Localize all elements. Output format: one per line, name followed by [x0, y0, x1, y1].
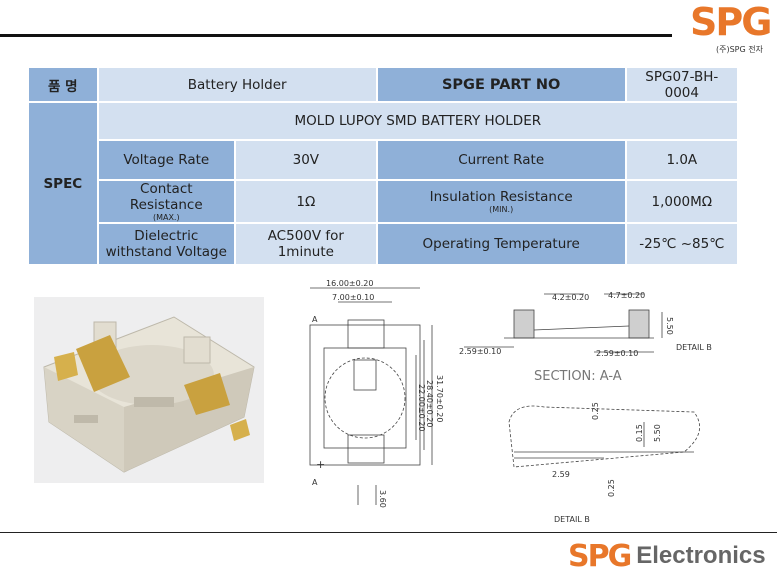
bottom-rule: [0, 532, 777, 533]
dim-d4: 2.59: [552, 470, 570, 479]
logo-top-mark: SPG: [690, 0, 772, 44]
dim-d3: 5.50: [653, 424, 662, 442]
product-photo: [34, 297, 264, 483]
dim-height-inner: 22.00±0.20: [417, 384, 426, 431]
battery-holder-image: [43, 316, 255, 473]
section-label: SECTION: A-A: [534, 369, 622, 384]
contact-resistance-text: Contact Resistance: [129, 181, 203, 213]
insulation-resistance-value: 1,000MΩ: [626, 181, 737, 222]
dim-d1: 0.25: [591, 402, 600, 420]
dim-s5: 2.59±0.10: [596, 349, 638, 358]
dim-s1: 4.2±0.20: [552, 293, 589, 302]
dielectric-value: AC500V for 1minute: [235, 224, 376, 264]
dim-inner: 7.00±0.10: [332, 293, 374, 302]
insulation-resistance-label: Insulation Resistance (MIN.): [377, 181, 625, 222]
spec-row: Contact Resistance (MAX.) 1Ω Insulation …: [29, 181, 737, 222]
spec-description: MOLD LUPOY SMD BATTERY HOLDER: [98, 103, 737, 139]
current-rate-value: 1.0A: [626, 141, 737, 179]
current-rate-label: Current Rate: [377, 141, 625, 179]
top-view-svg: 16.00±0.20 7.00±0.10 31.70±0.20 28.40±0.…: [309, 279, 444, 508]
dim-d5: 0.25: [607, 479, 616, 497]
section-drawing: 4.2±0.20 4.7±0.20 5.50 2.59±0.10 2.59±0.…: [454, 282, 754, 527]
description-row: SPEC MOLD LUPOY SMD BATTERY HOLDER: [29, 103, 737, 264]
dim-s2: 4.7±0.20: [608, 291, 645, 300]
dim-height-mid: 28.40±0.20: [425, 380, 434, 427]
logo-bottom-mark: SPG: [568, 538, 632, 574]
header-row: 품 명 Battery Holder SPGE PART NO SPG07-BH…: [29, 68, 737, 101]
part-value: SPG07-BH-0004: [626, 68, 737, 101]
spec-table: 품 명 Battery Holder SPGE PART NO SPG07-BH…: [27, 66, 739, 266]
section-mark-top: A: [312, 315, 318, 324]
logo-bottom-word: Electronics: [636, 542, 766, 569]
part-label: SPGE PART NO: [377, 68, 625, 101]
detail-b-label: DETAIL B: [554, 515, 590, 524]
dim-bottom: 3.60: [378, 490, 387, 508]
top-rule: [0, 34, 672, 37]
spec-row: Voltage Rate 30V Current Rate 1.0A: [29, 141, 737, 179]
operating-temperature-label: Operating Temperature: [377, 224, 625, 264]
dim-d2: 0.15: [635, 424, 644, 442]
top-view-drawing: 16.00±0.20 7.00±0.10 31.70±0.20 28.40±0.…: [296, 279, 481, 520]
dielectric-label: Dielectric withstand Voltage: [98, 224, 234, 264]
insulation-resistance-sub: (MIN.): [489, 205, 514, 214]
insulation-resistance-text: Insulation Resistance: [429, 189, 573, 205]
dim-width: 16.00±0.20: [326, 280, 373, 288]
dim-s4: 2.59±0.10: [459, 347, 501, 356]
contact-resistance-value: 1Ω: [235, 181, 376, 222]
voltage-rate-label: Voltage Rate: [98, 141, 234, 179]
logo-bottom: SPG Electronics: [568, 538, 777, 574]
plus-mark: +: [316, 458, 325, 471]
spec-label: SPEC: [29, 103, 97, 264]
logo-top-sub: (주)SPG 전자: [716, 45, 763, 54]
dim-s3: 5.50: [665, 317, 674, 335]
contact-resistance-sub: (MAX.): [152, 213, 180, 222]
dim-height-total: 31.70±0.20: [435, 375, 444, 422]
operating-temperature-value: -25℃ ~85℃: [626, 224, 737, 264]
spec-row: Dielectric withstand Voltage AC500V for …: [29, 224, 737, 264]
name-label: 품 명: [29, 68, 97, 101]
contact-resistance-label: Contact Resistance (MAX.): [98, 181, 234, 222]
section-mark-bottom: A: [312, 478, 318, 487]
section-svg: 4.2±0.20 4.7±0.20 5.50 2.59±0.10 2.59±0.…: [459, 291, 712, 524]
name-value: Battery Holder: [98, 68, 376, 101]
detail-b-ref: DETAIL B: [676, 343, 712, 352]
logo-top: SPG (주)SPG 전자: [690, 0, 772, 64]
voltage-rate-value: 30V: [235, 141, 376, 179]
